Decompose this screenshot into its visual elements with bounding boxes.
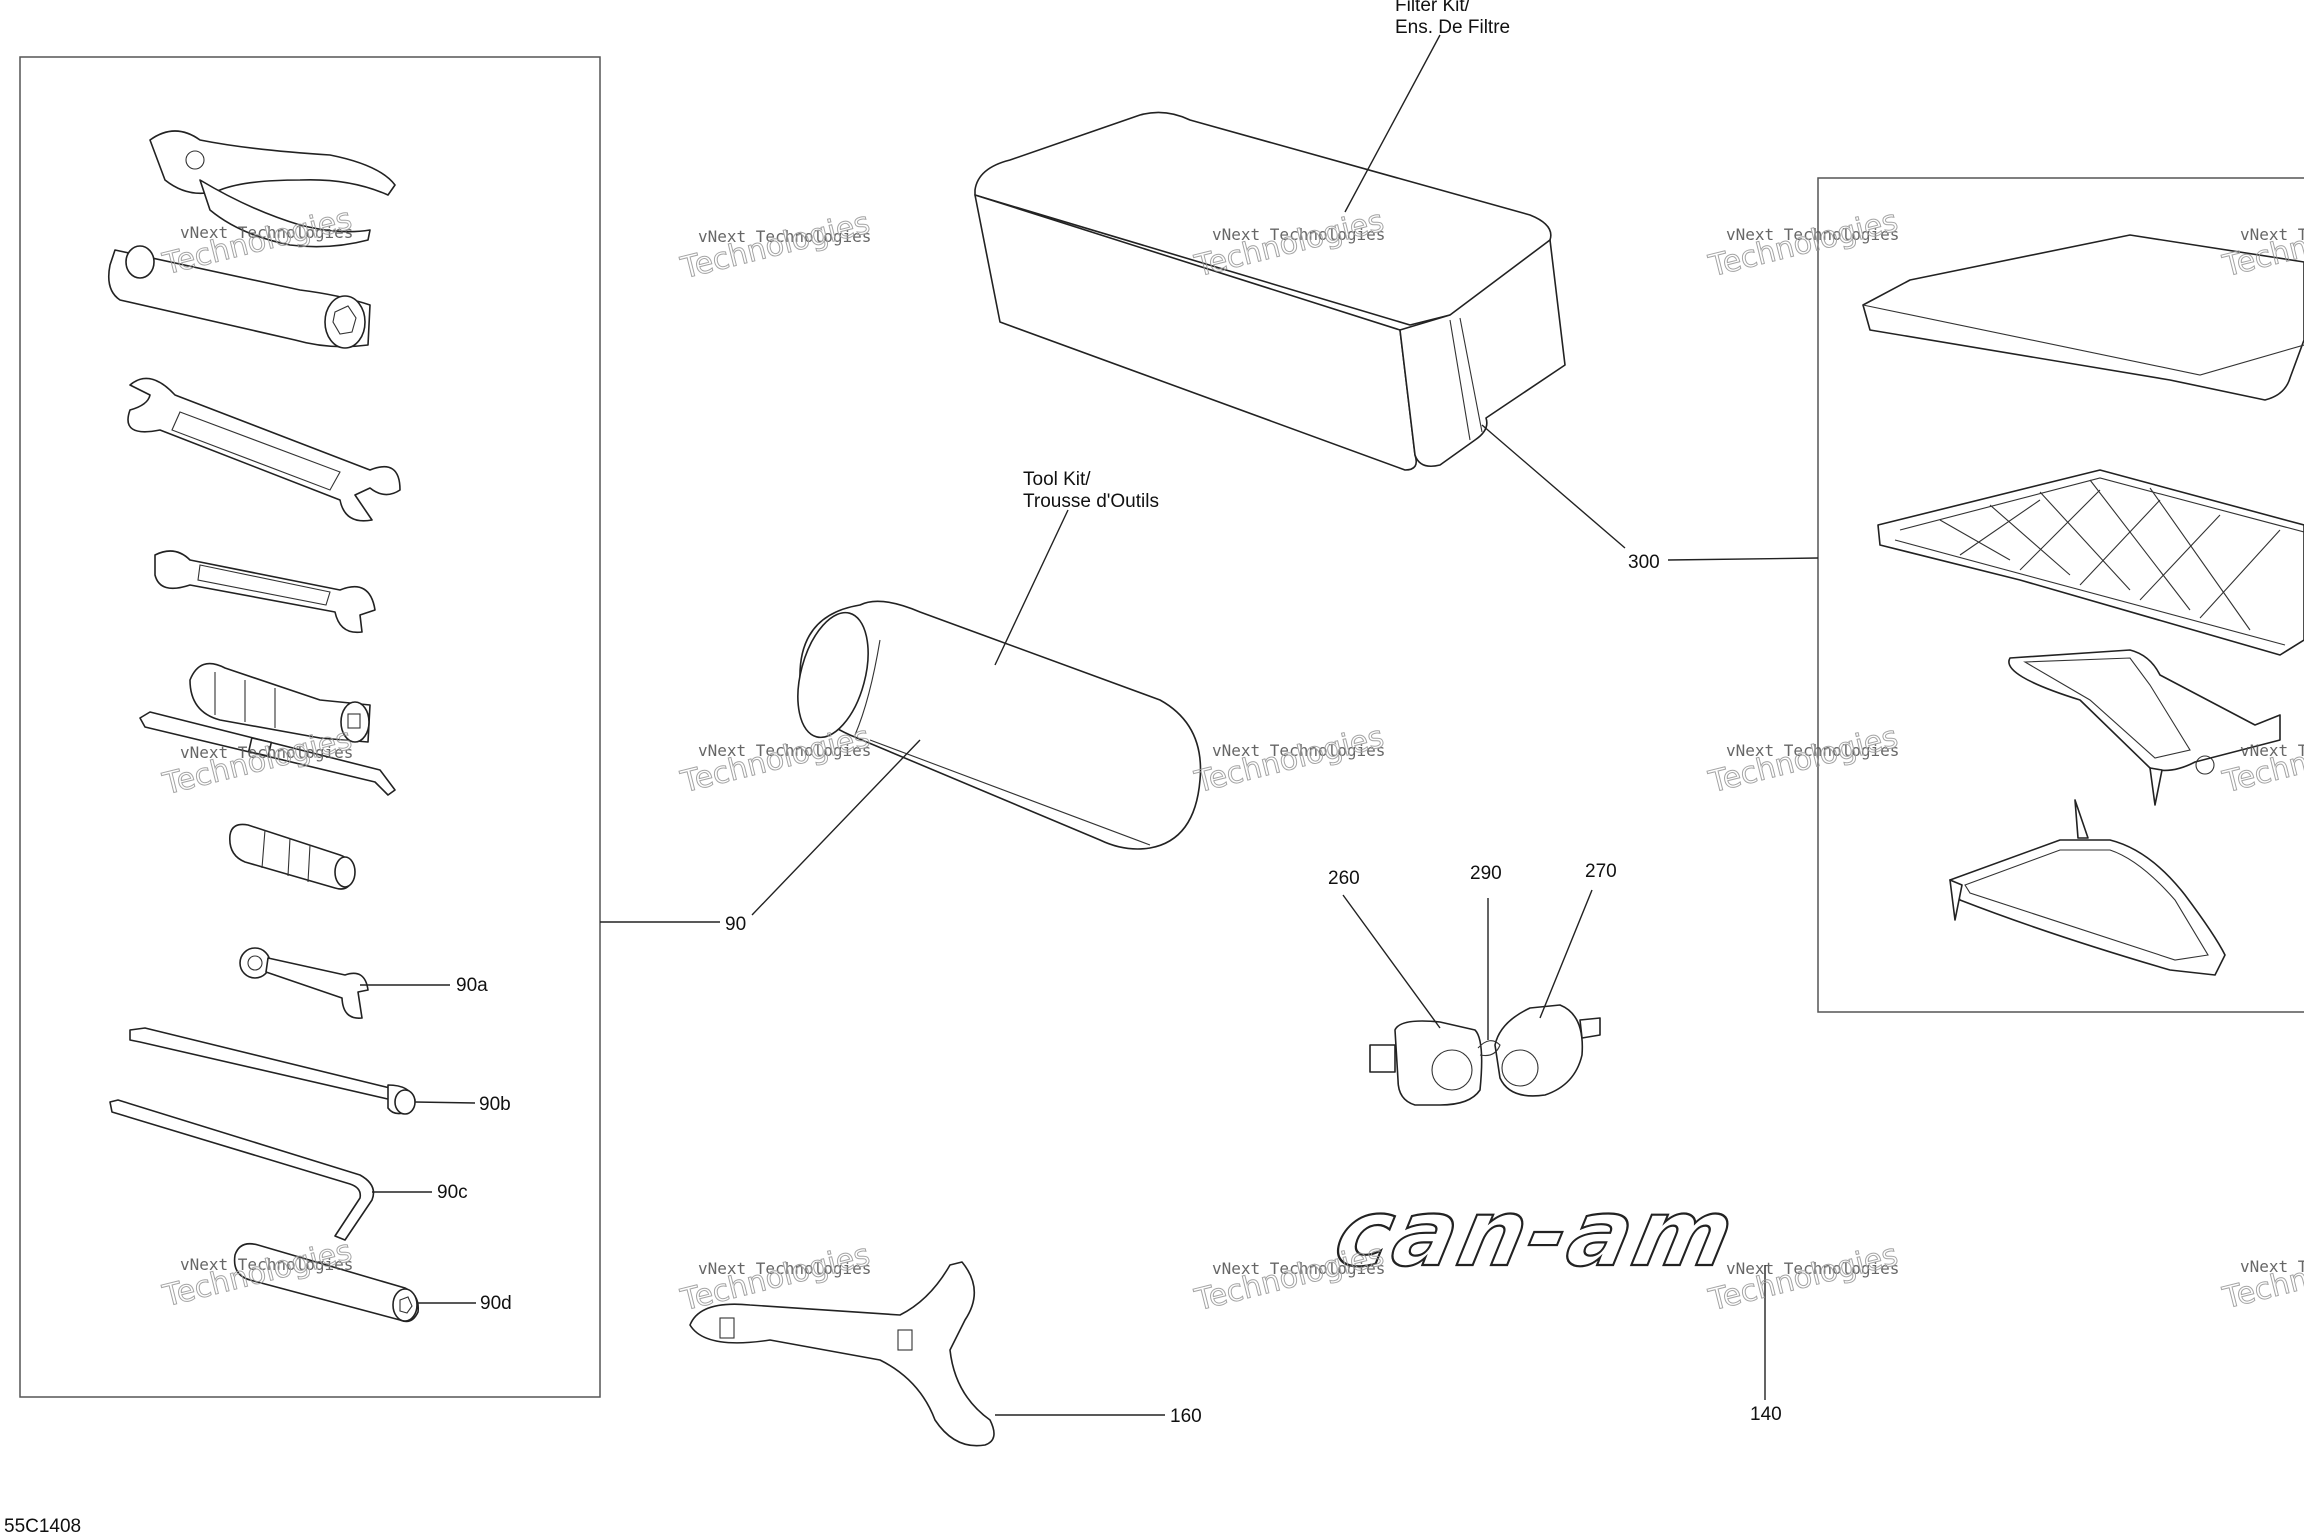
svg-text:Technologies: Technologies bbox=[1705, 204, 1901, 285]
svg-text:vNext Technologies: vNext Technologies bbox=[698, 227, 871, 246]
svg-text:vNext Technologies: vNext Technologies bbox=[698, 741, 871, 760]
hex-key-90c-drawing bbox=[109, 1099, 375, 1241]
socket-tube-90d-drawing bbox=[233, 1242, 420, 1323]
watermark: vNext Technologies Technologies bbox=[676, 205, 873, 287]
open-end-wrench-small-drawing bbox=[154, 550, 376, 634]
callout-90b: 90b bbox=[479, 1094, 511, 1115]
callout-160: 160 bbox=[1170, 1406, 1202, 1427]
callout-90c: 90c bbox=[437, 1182, 468, 1203]
callout-tool-kit-line2: Trousse d'Outils bbox=[1023, 491, 1159, 512]
extension-bar-90b-drawing bbox=[129, 1027, 416, 1115]
callout-140: 140 bbox=[1750, 1404, 1782, 1425]
callout-tool-kit-line1: Tool Kit/ bbox=[1023, 469, 1091, 490]
filter-kit-box-drawing bbox=[974, 111, 1566, 471]
svg-text:Technologies: Technologies bbox=[1705, 1238, 1901, 1319]
callout-90a: 90a bbox=[456, 975, 488, 996]
tool-kit-leader bbox=[994, 509, 1069, 666]
svg-text:vNext Technologies: vNext Technologies bbox=[180, 743, 353, 762]
callout-90: 90 bbox=[725, 914, 746, 935]
svg-text:vNext Technologies: vNext Technologies bbox=[1212, 225, 1385, 244]
callout-filter-kit-line2: Ens. De Filtre bbox=[1395, 17, 1510, 38]
svg-text:Technologies: Technologies bbox=[2219, 1236, 2304, 1317]
svg-text:vNext Technologies: vNext Technologies bbox=[1726, 225, 1899, 244]
filter-grid-drawing bbox=[1877, 469, 2304, 656]
svg-text:vNext Technologies: vNext Technologies bbox=[2240, 741, 2304, 760]
svg-text:vNext Technologies: vNext Technologies bbox=[1726, 1259, 1899, 1278]
screwdriver-blade-drawing bbox=[139, 711, 396, 796]
callout-90-bag-leader bbox=[751, 739, 921, 916]
svg-text:Technologies: Technologies bbox=[1705, 720, 1901, 801]
svg-text:vNext Technologies: vNext Technologies bbox=[2240, 1257, 2304, 1276]
filter-kit-leader bbox=[1344, 34, 1441, 213]
svg-text:Technologies: Technologies bbox=[1191, 1238, 1387, 1319]
pliers-drawing bbox=[149, 130, 396, 248]
svg-text:vNext Technologies: vNext Technologies bbox=[2240, 225, 2304, 244]
watermark: vNext Technologies Technologies bbox=[2218, 1235, 2304, 1317]
open-end-wrench-large-drawing bbox=[127, 377, 401, 522]
combination-wrench-90a-drawing bbox=[239, 947, 369, 1019]
callout-270: 270 bbox=[1585, 861, 1617, 882]
screwdriver-handle-drawing bbox=[189, 662, 371, 743]
callout-300: 300 bbox=[1628, 552, 1660, 573]
keys-drawing bbox=[1369, 1004, 1601, 1106]
svg-text:vNext Technologies: vNext Technologies bbox=[1726, 741, 1899, 760]
svg-text:Technologies: Technologies bbox=[1191, 720, 1387, 801]
svg-text:vNext Technologies: vNext Technologies bbox=[180, 223, 353, 242]
svg-text:Technologies: Technologies bbox=[677, 720, 873, 801]
svg-text:vNext Technologies: vNext Technologies bbox=[1212, 1259, 1385, 1278]
svg-text:Technologies: Technologies bbox=[677, 206, 873, 287]
watermark: vNext Technologies Technologies bbox=[676, 719, 873, 801]
watermark: vNext Technologies Technologies bbox=[1704, 203, 1901, 285]
filter-frame-lower-drawing bbox=[1949, 799, 2226, 976]
watermark: vNext Technologies Technologies bbox=[1190, 719, 1387, 801]
svg-text:vNext Technologies: vNext Technologies bbox=[180, 1255, 353, 1274]
filter-kit-contents-frame bbox=[1817, 177, 2304, 1013]
can-am-decal-text: can-am bbox=[1326, 1180, 1745, 1287]
drawing-code: 55C1408 bbox=[4, 1516, 81, 1536]
svg-text:vNext Technologies: vNext Technologies bbox=[698, 1259, 871, 1278]
svg-text:vNext Technologies: vNext Technologies bbox=[1212, 741, 1385, 760]
foam-filter-drawing bbox=[1862, 234, 2304, 401]
callout-290: 290 bbox=[1470, 863, 1502, 884]
callout-260: 260 bbox=[1328, 868, 1360, 889]
spark-plug-socket-drawing bbox=[228, 823, 356, 890]
watermark: vNext Technologies Technologies bbox=[1704, 1237, 1901, 1319]
tool-kit-bag-drawing bbox=[797, 600, 1202, 850]
tool-kit-contents-frame bbox=[19, 56, 601, 1398]
watermark: vNext Technologies Technologies bbox=[1190, 1237, 1387, 1319]
callout-filter-kit-line1: Filter Kit/ bbox=[1395, 0, 1471, 16]
watermark: vNext Technologies Technologies bbox=[1704, 719, 1901, 801]
spanner-wrench-drawing bbox=[689, 1261, 995, 1447]
tube-wrench-drawing bbox=[107, 245, 371, 349]
filter-frame-upper-drawing bbox=[2008, 649, 2281, 806]
callout-90d: 90d bbox=[480, 1293, 512, 1314]
can-am-decal-drawing: can-am bbox=[1325, 1179, 1746, 1288]
